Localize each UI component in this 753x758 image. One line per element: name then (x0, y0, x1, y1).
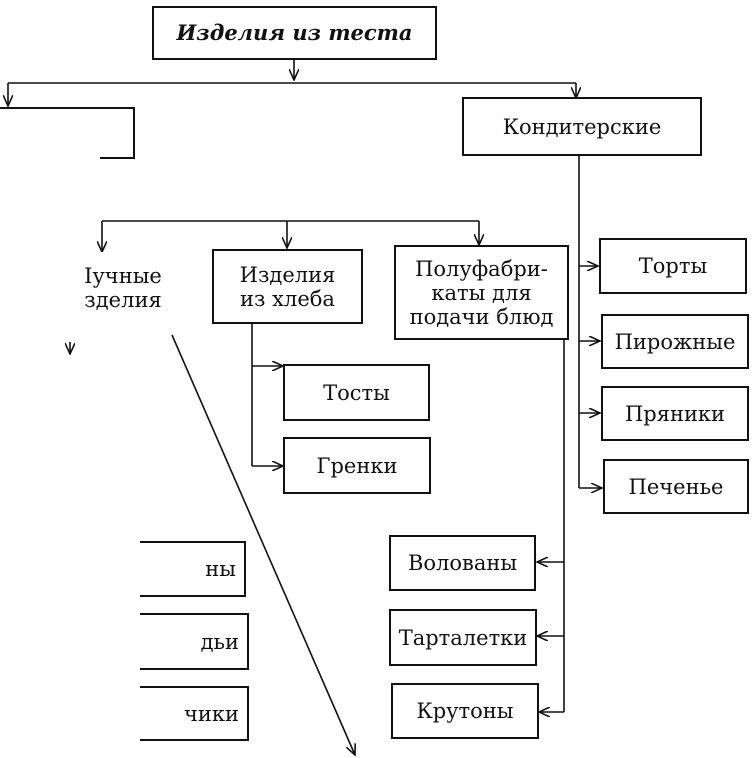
bread-item-label: Гренки (316, 453, 398, 478)
flour-products-node: Iучные зделия (60, 252, 186, 324)
confectionery-item: Торты (599, 238, 747, 294)
semi-finished-item: Крутоны (391, 683, 539, 739)
cut-off-item-label: чики (183, 701, 239, 726)
semi-finished-item-label: Волованы (407, 551, 518, 575)
confectionery-item-label: Печенье (628, 474, 724, 499)
bread-item: Тосты (283, 364, 430, 421)
confectionery-item-label: Пряники (624, 401, 726, 426)
cut-off-item: дьи (140, 613, 249, 670)
bread-products-node-label: Изделия из хлеба (239, 262, 336, 311)
flour-products-node-label: Iучные зделия (84, 264, 162, 312)
semi-finished-item-label: Тарталетки (398, 625, 528, 650)
bread-item-label: Тосты (323, 380, 390, 405)
cut-off-item: чики (140, 686, 249, 741)
semi-finished-item: Тарталетки (389, 609, 537, 666)
confectionery-item: Пирожные (601, 314, 749, 369)
bread-item: Гренки (283, 437, 431, 494)
confectionery-item-label: Торты (638, 254, 708, 278)
cut-off-item: ны (140, 541, 246, 597)
semi-finished-node: Полуфабри- каты для подачи блюд (394, 245, 569, 340)
cut-off-item-label: ны (205, 557, 236, 581)
confectionery-item-label: Пирожные (614, 329, 736, 354)
confectionery-node-label: Кондитерские (502, 114, 662, 139)
bread-products-node: Изделия из хлеба (212, 249, 363, 324)
confectionery-node: Кондитерские (462, 97, 702, 156)
confectionery-item: Пряники (601, 386, 749, 441)
semi-finished-item-label: Крутоны (416, 699, 514, 723)
cut-off-item-label: дьи (200, 629, 239, 654)
confectionery-item: Печенье (603, 459, 749, 514)
cut-off-box-edge (0, 107, 135, 159)
root-node-label: Изделия из теста (176, 20, 413, 45)
connector-long-diagonal (171, 334, 355, 755)
semi-finished-node-label: Полуфабри- каты для подачи блюд (409, 256, 554, 329)
semi-finished-item: Волованы (389, 535, 536, 591)
root-node: Изделия из теста (152, 6, 437, 60)
